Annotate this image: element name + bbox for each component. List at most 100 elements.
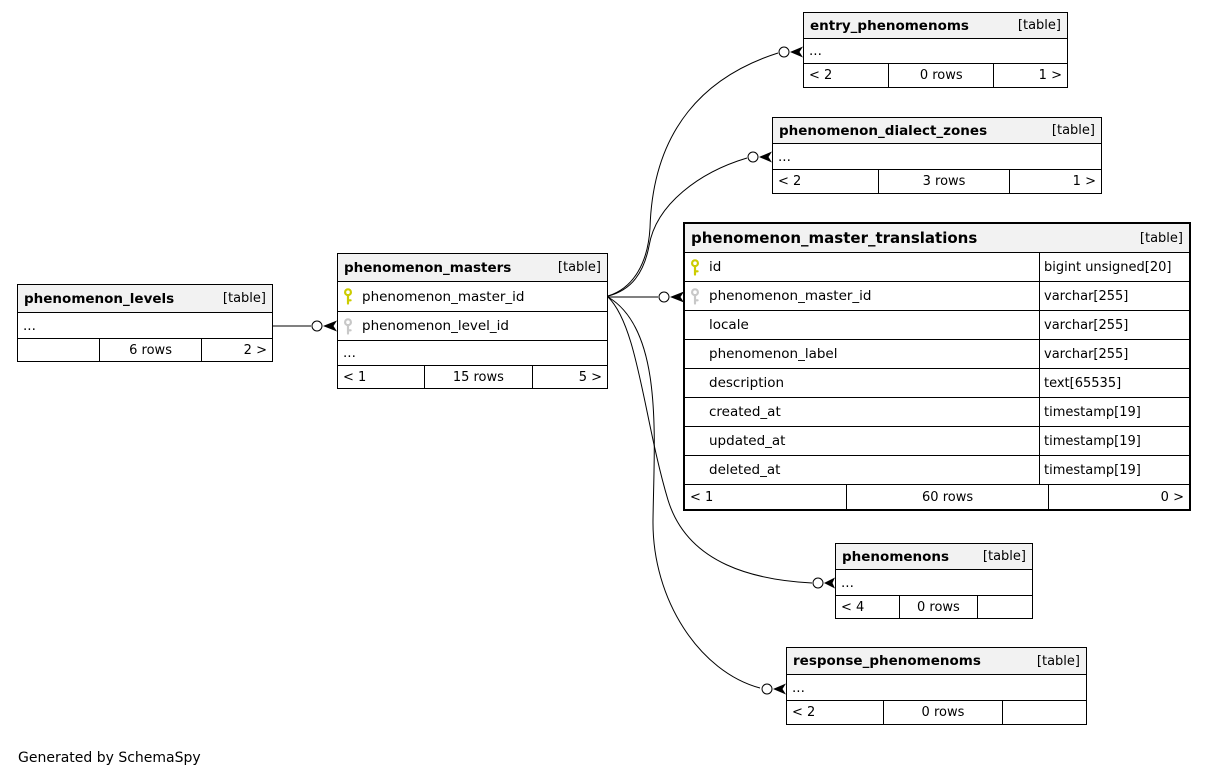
table-entry-phenomenoms[interactable]: entry_phenomenoms [table] ... < 2 0 rows… xyxy=(803,12,1068,88)
collapsed-columns-row: ... xyxy=(338,341,607,366)
column-row-description: description text[65535] xyxy=(685,369,1189,398)
column-row-created-at: created_at timestamp[19] xyxy=(685,398,1189,427)
column-name: locale xyxy=(709,317,749,333)
edge-arrow-entry xyxy=(790,46,803,58)
table-type-label: [table] xyxy=(1051,123,1095,138)
column-type: timestamp[19] xyxy=(1039,398,1189,426)
edge-arrow-translations xyxy=(670,291,684,303)
edge-dot-response xyxy=(761,683,773,695)
column-row-phenomenon-level-id: phenomenon_level_id xyxy=(338,312,607,341)
footer-children-count xyxy=(977,596,1032,618)
table-footer: 6 rows 2 > xyxy=(18,339,272,361)
table-title: phenomenon_dialect_zones xyxy=(779,122,988,139)
table-title: phenomenon_masters xyxy=(344,259,512,276)
table-phenomenon-dialect-zones[interactable]: phenomenon_dialect_zones [table] ... < 2… xyxy=(772,117,1102,194)
footer-children-count: 1 > xyxy=(1009,170,1101,193)
column-row-phenomenon-label: phenomenon_label varchar[255] xyxy=(685,340,1189,369)
footer-parents-count: < 4 xyxy=(841,599,865,615)
footer-row-count: 3 rows xyxy=(877,170,1009,193)
table-header: phenomenons [table] xyxy=(836,544,1032,570)
collapsed-columns-row: ... xyxy=(804,39,1067,64)
column-type: varchar[255] xyxy=(1039,282,1189,310)
edge-arrow-masters xyxy=(323,320,337,332)
table-header: phenomenon_masters [table] xyxy=(338,254,607,282)
footer-parents-count: < 1 xyxy=(690,489,714,505)
table-footer: < 2 0 rows xyxy=(787,701,1086,724)
table-phenomenons[interactable]: phenomenons [table] ... < 4 0 rows xyxy=(835,543,1033,619)
table-type-label: [table] xyxy=(1036,653,1080,669)
column-row-phenomenon-master-id: phenomenon_master_id varchar[255] xyxy=(685,282,1189,311)
collapsed-columns-row: ... xyxy=(787,675,1086,701)
table-type-label: [table] xyxy=(982,549,1026,564)
edge-dot-phenomenons xyxy=(812,577,824,589)
table-footer: < 1 15 rows 5 > xyxy=(338,366,607,388)
column-name: deleted_at xyxy=(709,462,781,478)
edge-dot-masters xyxy=(311,320,323,332)
footer-children-count xyxy=(1002,701,1086,724)
column-row-locale: locale varchar[255] xyxy=(685,311,1189,340)
edge-masters-entry xyxy=(607,52,779,297)
table-title: entry_phenomenoms xyxy=(810,17,969,34)
column-name: phenomenon_label xyxy=(709,346,838,362)
column-name: phenomenon_level_id xyxy=(362,318,509,334)
footer-children-count: 0 > xyxy=(1047,485,1189,509)
table-header: phenomenon_master_translations [table] xyxy=(685,224,1189,253)
table-phenomenon-masters[interactable]: phenomenon_masters [table] phenomenon_ma… xyxy=(337,253,608,389)
edge-arrow-dialect xyxy=(759,151,772,163)
column-type: text[65535] xyxy=(1039,369,1189,397)
table-header: phenomenon_dialect_zones [table] xyxy=(773,118,1101,144)
column-name: description xyxy=(709,375,785,391)
edge-arrow-phenomenons xyxy=(824,577,835,589)
foreign-key-icon xyxy=(690,287,701,305)
collapsed-columns-row: ... xyxy=(773,144,1101,170)
footer-row-count: 0 rows xyxy=(882,701,1003,724)
footer-parents-count xyxy=(18,339,99,361)
column-row-deleted-at: deleted_at timestamp[19] xyxy=(685,456,1189,485)
footer-row-count: 0 rows xyxy=(898,596,977,618)
footer-parents-count: < 1 xyxy=(343,369,367,385)
column-name: updated_at xyxy=(709,433,786,449)
column-row-updated-at: updated_at timestamp[19] xyxy=(685,427,1189,456)
column-row-id: id bigint unsigned[20] xyxy=(685,253,1189,282)
table-title: phenomenons xyxy=(842,548,950,565)
footer-parents-count: < 2 xyxy=(809,68,833,83)
table-footer: < 2 3 rows 1 > xyxy=(773,170,1101,193)
table-footer: < 4 0 rows xyxy=(836,596,1032,618)
column-name: phenomenon_master_id xyxy=(709,288,872,304)
table-type-label: [table] xyxy=(1017,18,1061,33)
table-title: phenomenon_levels xyxy=(24,290,175,307)
edge-masters-phenomenons xyxy=(607,296,813,584)
table-header: phenomenon_levels [table] xyxy=(18,285,272,313)
column-type: varchar[255] xyxy=(1039,311,1189,339)
footer-row-count: 15 rows xyxy=(424,366,532,388)
primary-key-icon xyxy=(343,288,354,305)
column-type: bigint unsigned[20] xyxy=(1039,253,1189,281)
table-footer: < 1 60 rows 0 > xyxy=(685,485,1189,509)
foreign-key-icon xyxy=(343,317,354,335)
column-name: phenomenon_master_id xyxy=(362,288,525,305)
column-type: varchar[255] xyxy=(1039,340,1189,368)
table-type-label: [table] xyxy=(222,291,266,306)
edge-dot-dialect xyxy=(747,151,759,163)
edge-masters-response xyxy=(607,296,761,689)
footer-children-count: 2 > xyxy=(200,339,272,361)
footer-children-count: 5 > xyxy=(531,366,607,388)
collapsed-columns-row: ... xyxy=(18,313,272,339)
table-footer: < 2 0 rows 1 > xyxy=(804,64,1067,87)
footer-row-count: 6 rows xyxy=(99,339,201,361)
column-name: id xyxy=(709,259,722,275)
column-type: timestamp[19] xyxy=(1039,456,1189,484)
edge-dot-entry xyxy=(778,46,790,58)
table-response-phenomenoms[interactable]: response_phenomenoms [table] ... < 2 0 r… xyxy=(786,647,1087,725)
footer-parents-count: < 2 xyxy=(778,174,802,189)
table-phenomenon-levels[interactable]: phenomenon_levels [table] ... 6 rows 2 > xyxy=(17,284,273,362)
table-title: response_phenomenoms xyxy=(793,653,981,669)
collapsed-columns-row: ... xyxy=(836,570,1032,596)
primary-key-icon xyxy=(690,258,701,276)
table-header: response_phenomenoms [table] xyxy=(787,648,1086,675)
table-phenomenon-master-translations[interactable]: phenomenon_master_translations [table] i… xyxy=(683,222,1191,511)
table-type-label: [table] xyxy=(1139,230,1183,246)
generator-note: Generated by SchemaSpy xyxy=(18,750,201,766)
